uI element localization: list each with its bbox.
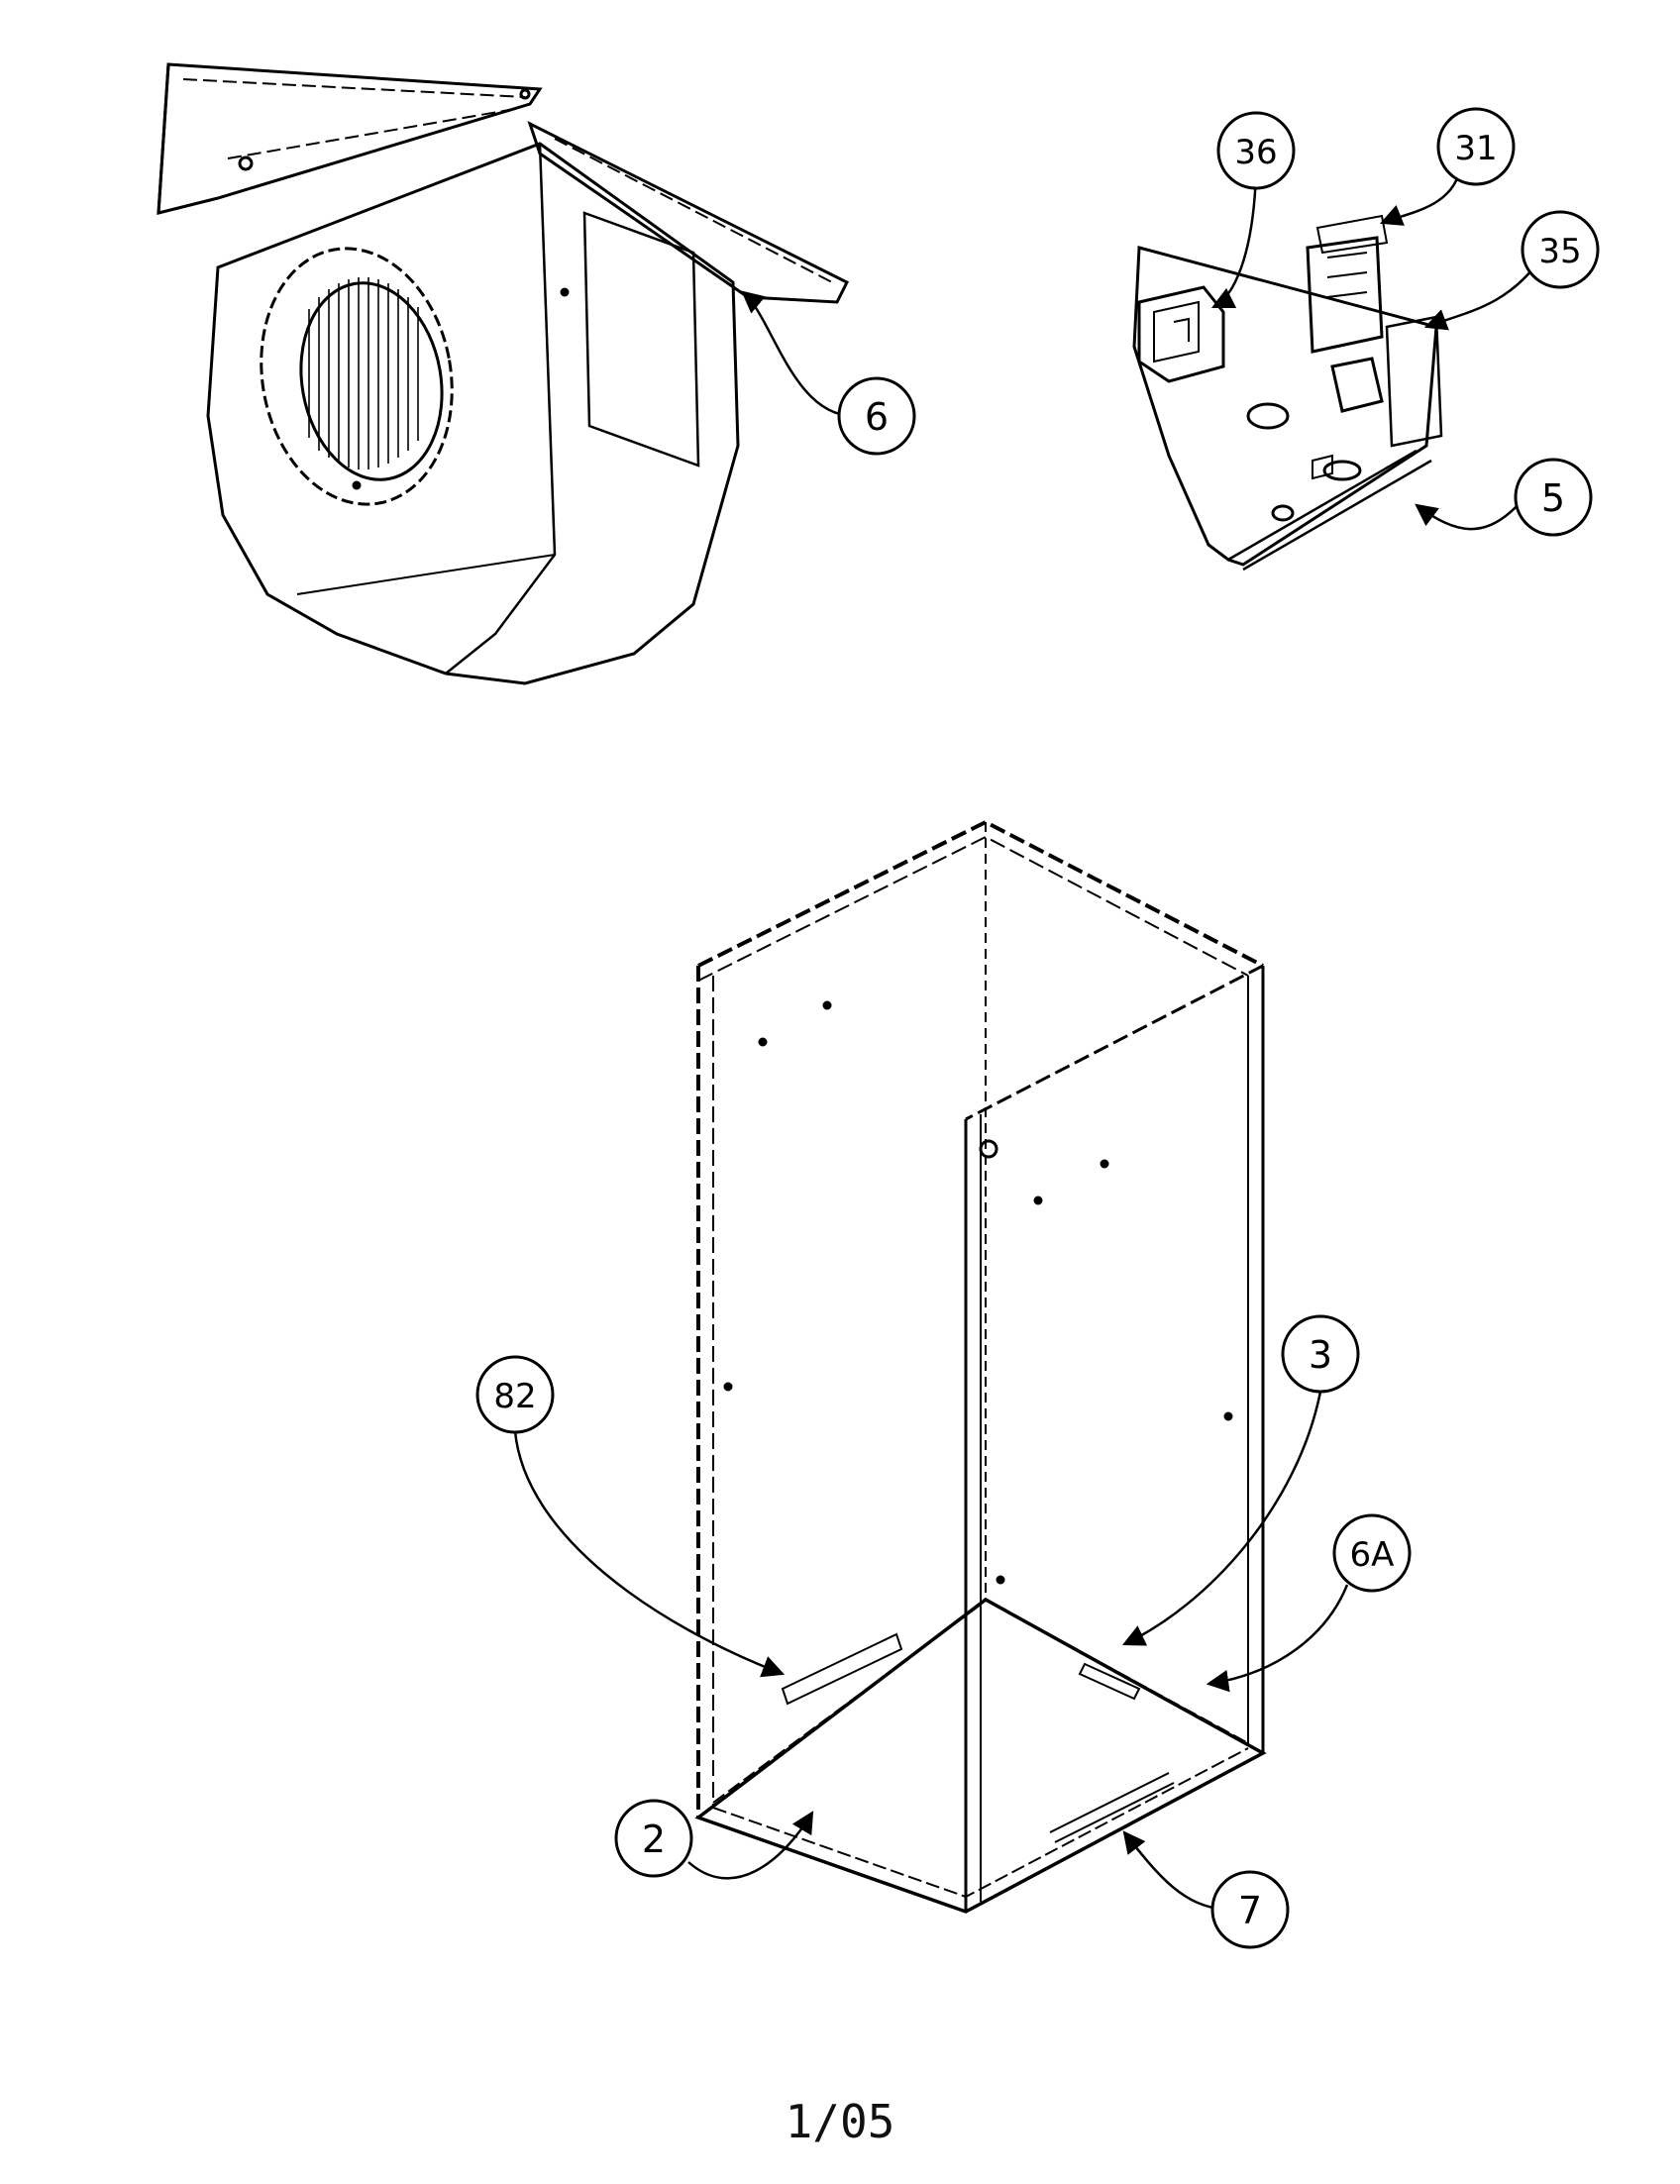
callout-31: 31 — [1436, 107, 1516, 186]
callout-35: 35 — [1521, 210, 1600, 289]
callout-2: 2 — [614, 1799, 693, 1878]
callout-6: 6 — [837, 376, 916, 456]
callout-6-label: 6 — [865, 395, 889, 439]
footer-date: 1/05 — [785, 2095, 895, 2148]
callout-36-label: 36 — [1234, 133, 1277, 172]
callout-36: 36 — [1216, 111, 1296, 190]
callout-82-label: 82 — [493, 1377, 536, 1416]
callout-31-label: 31 — [1454, 129, 1497, 168]
blower-assembly — [157, 62, 850, 685]
callout-5: 5 — [1514, 458, 1593, 537]
callout-3-label: 3 — [1309, 1333, 1332, 1377]
callout-2-label: 2 — [642, 1818, 666, 1861]
callout-5-label: 5 — [1541, 476, 1565, 520]
callout-7: 7 — [1210, 1870, 1290, 1949]
callout-82: 82 — [475, 1355, 555, 1434]
callout-35-label: 35 — [1538, 232, 1581, 271]
callout-6a: 6A — [1332, 1513, 1412, 1593]
control-box-assembly — [1132, 214, 1443, 572]
callout-3: 3 — [1281, 1314, 1360, 1394]
cabinet-assembly — [694, 819, 1267, 1914]
callout-6a-label: 6A — [1350, 1535, 1395, 1575]
callout-7-label: 7 — [1238, 1889, 1262, 1932]
leader-lines — [513, 162, 1542, 1912]
